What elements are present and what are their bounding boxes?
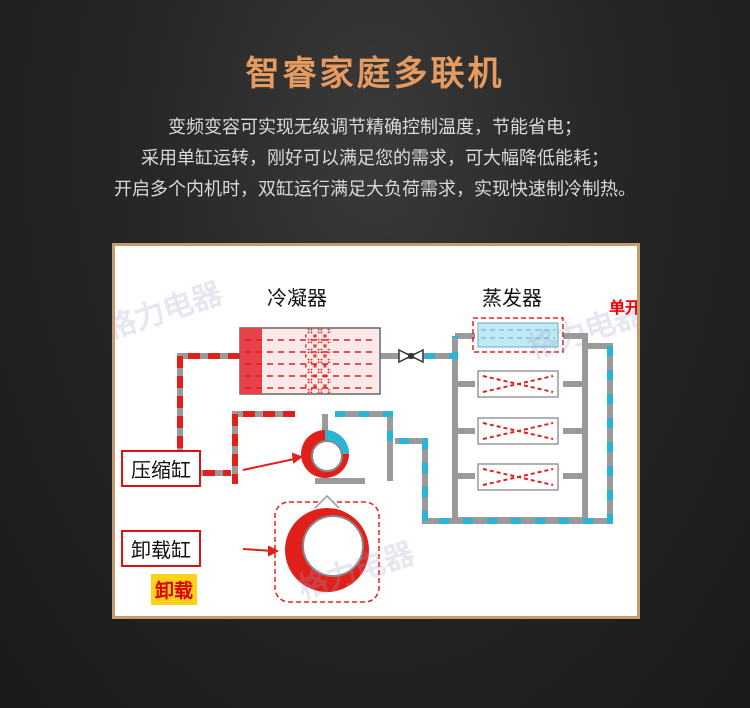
compression-cylinder (301, 430, 349, 478)
description-line-3: 开启多个内机时，双缸运行满足大负荷需求，实现快速制冷制热。 (114, 179, 636, 200)
expansion-valve (398, 348, 424, 364)
refrigeration-diagram (177, 317, 613, 603)
compress-cylinder-label: 压缩缸 (121, 450, 201, 487)
condenser (239, 327, 381, 395)
unload-cylinder-label: 卸载缸 (121, 530, 201, 567)
condenser-label: 冷凝器 (267, 286, 327, 310)
cold-pipe-overlay (335, 336, 613, 524)
corner-tag: 单开 (608, 298, 640, 317)
evaporator-idle-3 (477, 463, 559, 491)
description: 变频变容可实现无级调节精确控制温度，节能省电； 采用单缸运转，刚好可以满足您的需… (0, 112, 750, 205)
diagram-frame: 格力电器 格力电器 格力电器 冷凝器 蒸发器 单开 压缩缸 卸载缸 卸载 (112, 243, 640, 619)
description-line-2: 采用单缸运转，刚好可以满足您的需求，可大幅降低能耗； (141, 148, 609, 169)
unloading-cylinder (274, 494, 380, 603)
description-line-1: 变频变容可实现无级调节精确控制温度，节能省电； (168, 117, 582, 138)
evaporator-idle-2 (477, 417, 559, 445)
evaporator-label: 蒸发器 (482, 286, 542, 310)
mode-badge: 卸载 (151, 574, 198, 605)
evaporator-active (472, 317, 564, 353)
hot-pipe-overlay (177, 353, 295, 484)
page-title: 智睿家庭多联机 (245, 54, 505, 94)
evaporator-idle-1 (477, 370, 559, 398)
label-arrows (242, 452, 304, 557)
